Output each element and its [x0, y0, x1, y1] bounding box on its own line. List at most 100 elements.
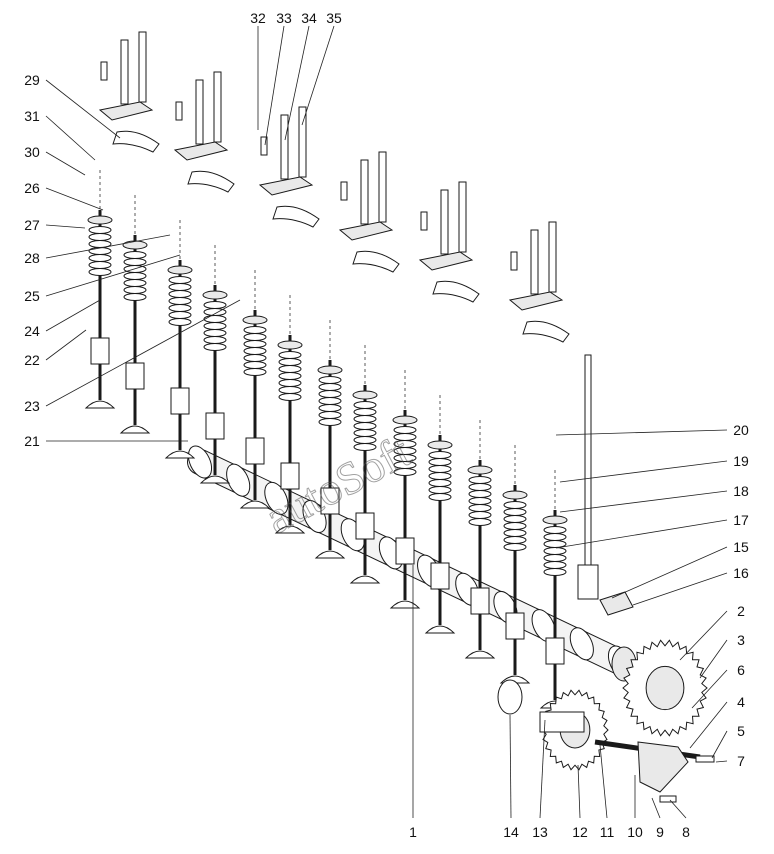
valve-spring-coil — [503, 508, 527, 516]
valve-head — [239, 500, 271, 509]
callout-label-6: 6 — [737, 662, 745, 678]
valve-spring-coil — [203, 343, 227, 351]
cam-lobe — [569, 627, 594, 661]
rocker-arm — [187, 170, 235, 193]
callout-label-2: 2 — [737, 603, 745, 619]
valve-spring-coil — [123, 272, 147, 280]
valve-spring-coil — [88, 247, 112, 255]
spring-retainer — [502, 490, 528, 500]
rocker-bracket — [173, 141, 229, 161]
valve-spring-coil — [203, 322, 227, 330]
spring-retainer — [352, 390, 378, 400]
valve-spring-coil — [428, 451, 452, 459]
leader-line-19 — [559, 460, 728, 483]
valve-spring-coil — [503, 536, 527, 544]
leader-line-20 — [555, 429, 728, 436]
callout-label-8: 8 — [682, 824, 690, 840]
rocker-assembly — [508, 221, 570, 343]
callout-label-33: 33 — [276, 10, 292, 26]
leader-line-16 — [632, 572, 728, 606]
leader-line-30 — [45, 151, 86, 176]
valve-spring-coil — [468, 483, 492, 491]
retaining-bolt — [659, 795, 677, 803]
valve-spring-coil — [468, 511, 492, 519]
callout-label-5: 5 — [737, 723, 745, 739]
pushrod-tappet — [577, 564, 599, 600]
valve-spring-coil — [503, 522, 527, 530]
leader-line-33 — [264, 25, 285, 146]
callout-label-7: 7 — [737, 753, 745, 769]
valve-spring-coil — [123, 279, 147, 287]
tappet-guide-plate — [599, 591, 634, 616]
leader-line-2 — [679, 610, 728, 661]
callout-label-3: 3 — [737, 632, 745, 648]
adjusting-screw — [510, 251, 518, 271]
valve-spring-coil — [428, 472, 452, 480]
mounting-bolt — [548, 221, 557, 293]
callout-label-21: 21 — [24, 433, 40, 449]
valve-assembly — [199, 245, 231, 484]
leader-line-35 — [301, 25, 335, 126]
valve-assembly — [274, 295, 306, 534]
valve-head — [349, 575, 381, 584]
spring-retainer — [427, 440, 453, 450]
valve-assembly — [239, 270, 271, 509]
spring-retainer — [167, 265, 193, 275]
valve-spring-coil — [168, 276, 192, 284]
rocker-assembly — [98, 31, 160, 153]
spring-retainer — [87, 215, 113, 225]
valve-spring-coil — [168, 311, 192, 319]
valve-assembly — [424, 395, 456, 634]
cam-lobe — [187, 445, 213, 479]
rocker-bracket — [418, 251, 474, 271]
leader-line-23 — [45, 299, 241, 407]
pushrod — [584, 354, 592, 566]
callout-label-23: 23 — [24, 398, 40, 414]
rocker-arm — [272, 205, 320, 228]
valve-spring-coil — [318, 383, 342, 391]
tappet — [395, 537, 415, 565]
valve-spring-coil — [318, 390, 342, 398]
valve-spring-coil — [543, 540, 567, 548]
valve-spring-coil — [203, 336, 227, 344]
valve-train-drawing — [84, 31, 715, 803]
camshaft-gear-hub — [645, 665, 685, 711]
tappet — [355, 512, 375, 540]
callout-label-17: 17 — [733, 512, 749, 528]
mounting-bolt — [530, 229, 539, 295]
leader-line-5 — [711, 730, 728, 759]
leader-line-7 — [715, 760, 728, 763]
callout-label-19: 19 — [733, 453, 749, 469]
mounting-bolt — [298, 106, 307, 178]
callout-label-14: 14 — [503, 824, 519, 840]
callout-label-26: 26 — [24, 180, 40, 196]
callout-label-32: 32 — [250, 10, 266, 26]
leader-line-9 — [651, 797, 661, 819]
valve-spring-coil — [318, 404, 342, 412]
leader-line-11 — [599, 744, 608, 819]
spring-retainer — [242, 315, 268, 325]
valve-spring-coil — [428, 458, 452, 466]
valve-spring-coil — [543, 568, 567, 576]
leader-line-15 — [611, 546, 728, 599]
rocker-assembly — [258, 106, 320, 228]
valve-spring-coil — [243, 326, 267, 334]
valve-spring-coil — [88, 261, 112, 269]
valve-head — [164, 450, 196, 459]
callout-label-35: 35 — [326, 10, 342, 26]
valve-spring-coil — [243, 347, 267, 355]
valve-spring-coil — [353, 422, 377, 430]
valve-spring-coil — [318, 376, 342, 384]
valve-spring-coil — [278, 365, 302, 373]
valve-spring-coil — [88, 233, 112, 241]
valve-spring-coil — [123, 258, 147, 266]
spring-retainer — [467, 465, 493, 475]
callout-label-30: 30 — [24, 144, 40, 160]
valve-spring-coil — [278, 358, 302, 366]
adjusting-screw — [260, 136, 268, 156]
leader-line-25 — [45, 254, 181, 297]
callout-label-10: 10 — [627, 824, 643, 840]
rocker-assembly — [418, 181, 480, 303]
valve-spring-coil — [353, 415, 377, 423]
